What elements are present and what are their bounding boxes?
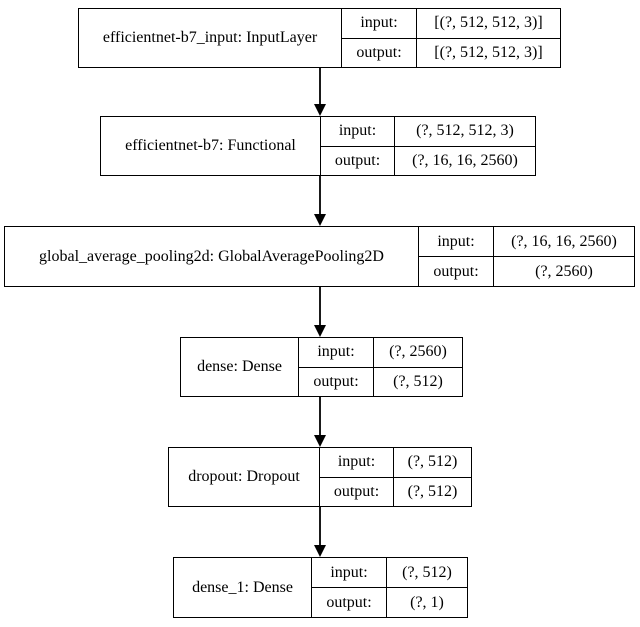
edge-arrowhead-icon bbox=[314, 325, 326, 337]
edge-line bbox=[319, 287, 321, 326]
edge-arrowhead-icon bbox=[314, 435, 326, 447]
io-table: input: [(?, 512, 512, 3)] output: [(?, 5… bbox=[342, 9, 560, 67]
output-row-label: output: bbox=[356, 43, 402, 61]
input-shape-value: (?, 512, 512, 3) bbox=[394, 117, 535, 146]
layer-name-label: dense_1: Dense bbox=[174, 558, 312, 617]
input-row-label: input: bbox=[317, 343, 355, 361]
input-row-label: input: bbox=[330, 563, 368, 581]
layer-name-label: dropout: Dropout bbox=[169, 448, 320, 506]
output-row: output: (?, 1) bbox=[312, 588, 467, 617]
layer-node-efficientnet-b7: efficientnet-b7: Functional input: (?, 5… bbox=[100, 116, 536, 176]
input-shape-value: (?, 2560) bbox=[373, 338, 462, 367]
io-table: input: (?, 512, 512, 3) output: (?, 16, … bbox=[321, 117, 535, 175]
output-row-label: output: bbox=[313, 372, 359, 390]
output-shape-value: (?, 512) bbox=[393, 477, 471, 506]
output-shape-value: (?, 1) bbox=[386, 588, 467, 617]
edge-line bbox=[319, 68, 321, 105]
input-row: input: (?, 2560) bbox=[299, 338, 462, 368]
output-row-label: output: bbox=[326, 593, 372, 611]
output-row: output: (?, 512) bbox=[320, 477, 471, 506]
layer-name-label: efficientnet-b7: Functional bbox=[101, 117, 321, 175]
layer-name-label: efficientnet-b7_input: InputLayer bbox=[79, 9, 342, 67]
input-shape-value: (?, 512) bbox=[386, 558, 467, 587]
edge-line bbox=[319, 397, 321, 436]
layer-node-global-average-pooling2d: global_average_pooling2d: GlobalAverageP… bbox=[4, 226, 635, 287]
io-table: input: (?, 512) output: (?, 512) bbox=[320, 448, 471, 506]
output-row-label: output: bbox=[433, 262, 479, 280]
io-table: input: (?, 16, 16, 2560) output: (?, 256… bbox=[419, 227, 634, 286]
edge-line bbox=[319, 507, 321, 546]
input-shape-value: (?, 16, 16, 2560) bbox=[493, 227, 634, 256]
output-shape-value: (?, 2560) bbox=[493, 257, 634, 286]
edge-arrowhead-icon bbox=[314, 104, 326, 116]
layer-node-dense-1: dense_1: Dense input: (?, 512) output: (… bbox=[173, 557, 468, 618]
layer-name-label: dense: Dense bbox=[181, 338, 299, 396]
layer-node-efficientnet-b7-input: efficientnet-b7_input: InputLayer input:… bbox=[78, 8, 561, 68]
layer-name-label: global_average_pooling2d: GlobalAverageP… bbox=[5, 227, 419, 286]
input-shape-value: [(?, 512, 512, 3)] bbox=[416, 9, 560, 38]
io-table: input: (?, 2560) output: (?, 512) bbox=[299, 338, 462, 396]
io-table: input: (?, 512) output: (?, 1) bbox=[312, 558, 467, 617]
output-row: output: [(?, 512, 512, 3)] bbox=[342, 38, 560, 67]
edge-arrowhead-icon bbox=[314, 545, 326, 557]
output-shape-value: (?, 16, 16, 2560) bbox=[394, 146, 535, 175]
layer-node-dropout: dropout: Dropout input: (?, 512) output:… bbox=[168, 447, 472, 507]
input-row: input: (?, 512, 512, 3) bbox=[321, 117, 535, 147]
input-row-label: input: bbox=[437, 232, 475, 250]
output-shape-value: (?, 512) bbox=[373, 367, 462, 396]
output-row: output: (?, 2560) bbox=[419, 257, 634, 286]
output-row-label: output: bbox=[333, 482, 380, 500]
input-row: input: (?, 512) bbox=[320, 448, 471, 478]
input-row: input: (?, 16, 16, 2560) bbox=[419, 227, 634, 257]
layer-node-dense: dense: Dense input: (?, 2560) output: (?… bbox=[180, 337, 463, 397]
input-row-label: input: bbox=[360, 14, 398, 32]
output-row-label: output: bbox=[334, 151, 381, 169]
edge-line bbox=[319, 176, 321, 215]
input-row: input: [(?, 512, 512, 3)] bbox=[342, 9, 560, 39]
input-row-label: input: bbox=[338, 122, 377, 140]
edge-arrowhead-icon bbox=[314, 214, 326, 226]
input-row: input: (?, 512) bbox=[312, 558, 467, 588]
input-row-label: input: bbox=[337, 453, 376, 471]
output-row: output: (?, 16, 16, 2560) bbox=[321, 146, 535, 175]
output-row: output: (?, 512) bbox=[299, 367, 462, 396]
input-shape-value: (?, 512) bbox=[393, 448, 471, 477]
output-shape-value: [(?, 512, 512, 3)] bbox=[416, 38, 560, 67]
